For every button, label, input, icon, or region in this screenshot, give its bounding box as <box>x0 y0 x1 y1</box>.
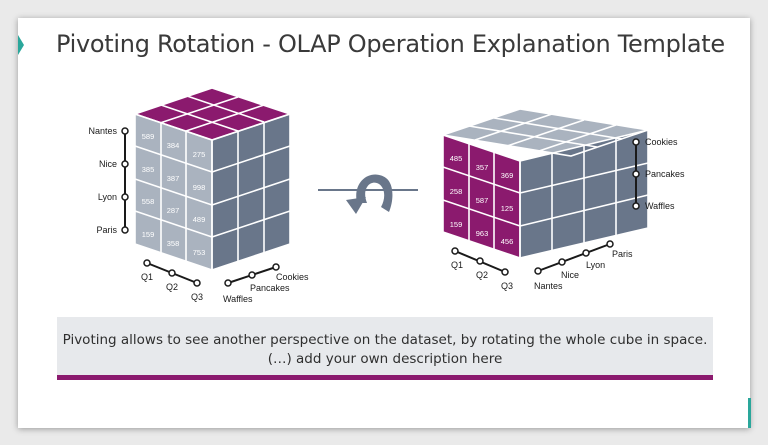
left-x-label: Q3 <box>191 292 203 302</box>
left-y-label: Nantes <box>88 126 117 136</box>
right-y-axis: Cookies Pancakes Waffles <box>632 137 685 211</box>
left-cell-value: 558 <box>142 197 155 206</box>
left-cell-value: 384 <box>167 141 180 150</box>
right-z-axis: Paris Lyon Nice Nantes <box>534 240 633 291</box>
right-cube: 485 357 369 258 587 125 159 963 456 Cook… <box>442 108 685 291</box>
right-x-label: Q1 <box>451 260 463 270</box>
right-y-label: Waffles <box>645 201 675 211</box>
left-y-label: Paris <box>96 225 117 235</box>
left-cell-value: 387 <box>167 174 180 183</box>
right-z-label: Lyon <box>586 260 605 270</box>
left-z-label: Waffles <box>223 294 253 304</box>
left-y-axis: Nantes Nice Lyon Paris <box>88 126 129 235</box>
right-cell-value: 357 <box>476 163 489 172</box>
left-cell-value: 275 <box>193 150 206 159</box>
description-text: Pivoting allows to see another perspecti… <box>62 332 708 348</box>
rotate-arrow-icon <box>318 174 418 214</box>
right-cell-value: 456 <box>501 237 514 246</box>
slide-title: Pivoting Rotation - OLAP Operation Expla… <box>56 30 725 58</box>
left-cell-value: 159 <box>142 230 155 239</box>
left-x-axis: Q1 Q2 Q3 <box>141 259 203 302</box>
left-cell-value: 287 <box>167 206 180 215</box>
left-z-label: Pancakes <box>250 283 290 293</box>
description-box: Pivoting allows to see another perspecti… <box>57 317 713 380</box>
right-x-label: Q3 <box>501 281 513 291</box>
left-y-label: Lyon <box>98 192 117 202</box>
right-x-axis: Q1 Q2 Q3 <box>451 247 513 291</box>
left-z-label: Cookies <box>276 272 309 282</box>
right-cell-value: 485 <box>450 154 463 163</box>
left-cell-value: 489 <box>193 215 206 224</box>
right-cube-front-face <box>443 135 520 258</box>
description-placeholder: (…) add your own description here <box>267 351 503 367</box>
left-cell-value: 385 <box>142 165 155 174</box>
left-cell-value: 589 <box>142 132 155 141</box>
right-cube-grid <box>442 108 649 260</box>
left-cell-value: 358 <box>167 239 180 248</box>
left-cube: 589 384 275 385 387 998 558 287 489 159 … <box>88 87 309 304</box>
left-x-label: Q1 <box>141 272 153 282</box>
slide-accent-bar <box>748 398 751 428</box>
right-x-label: Q2 <box>476 270 488 280</box>
left-cube-grid <box>132 87 293 272</box>
right-z-label: Paris <box>612 249 633 259</box>
left-x-label: Q2 <box>166 282 178 292</box>
left-z-axis: Cookies Pancakes Waffles <box>223 263 309 304</box>
right-cell-value: 125 <box>501 204 514 213</box>
left-cell-value: 998 <box>193 183 206 192</box>
right-cell-value: 369 <box>501 171 514 180</box>
right-z-label: Nantes <box>534 281 563 291</box>
right-cell-value: 258 <box>450 187 463 196</box>
slide-accent-marker <box>18 35 24 55</box>
right-z-label: Nice <box>561 270 579 280</box>
right-cell-value: 963 <box>476 229 489 238</box>
left-cell-value: 753 <box>193 248 206 257</box>
right-cell-value: 587 <box>476 196 489 205</box>
right-cell-value: 159 <box>450 220 463 229</box>
right-y-label: Cookies <box>645 137 678 147</box>
left-y-label: Nice <box>99 159 117 169</box>
right-y-label: Pancakes <box>645 169 685 179</box>
